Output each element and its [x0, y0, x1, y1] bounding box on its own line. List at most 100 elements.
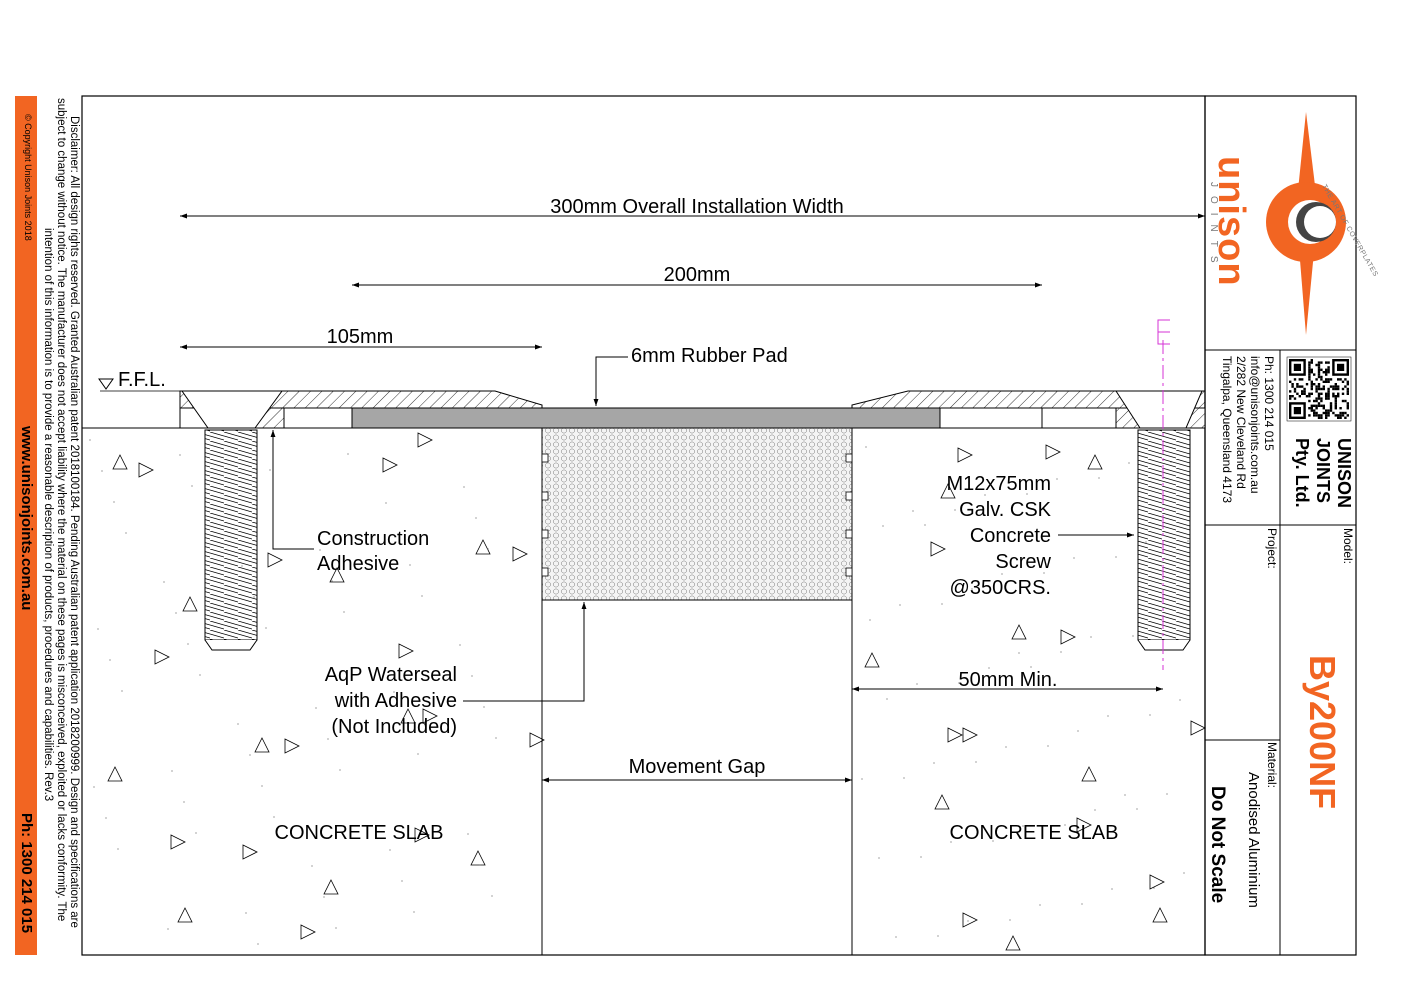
qr-module [1293, 387, 1297, 391]
aggregate-dot [1026, 493, 1028, 495]
aggregate-dot [1179, 699, 1181, 701]
qr-module [1332, 385, 1335, 388]
aggregate-dot [339, 769, 341, 771]
qr-module [1327, 409, 1330, 412]
aggregate-dot [971, 588, 973, 590]
aggregate-dot [237, 723, 239, 725]
qr-module [1310, 380, 1313, 383]
qr-code [1286, 356, 1352, 422]
qr-module [1308, 392, 1311, 395]
centerline-symbol [1157, 319, 1170, 345]
contact-email[interactable]: info@unisonjoints.com.au [1248, 356, 1262, 494]
aggregate-dot [101, 470, 103, 472]
qr-module [1334, 402, 1337, 405]
aggregate-triangle [529, 732, 545, 748]
aggregate-dot [1060, 651, 1062, 653]
model-value: By200NF [1302, 655, 1343, 810]
qr-module [1346, 407, 1349, 410]
qr-module [1329, 404, 1333, 407]
concrete-slab-left [82, 427, 543, 955]
aggregate-dot [912, 510, 914, 512]
aggregate-triangle [930, 541, 946, 557]
qr-module [1308, 399, 1311, 403]
qr-module [1291, 383, 1294, 386]
aggregate-dot [323, 896, 325, 898]
qr-module [1291, 395, 1294, 398]
qr-module [1289, 395, 1292, 398]
aggregate-dot [495, 737, 497, 739]
qr-module [1320, 378, 1323, 381]
qr-module [1337, 416, 1340, 419]
qr-module [1303, 390, 1306, 393]
qr-module [1305, 383, 1309, 386]
screw-label-line-1: M12x75mm [947, 473, 1051, 495]
qr-module [1293, 397, 1297, 400]
aggregate-dot [1043, 572, 1045, 574]
waterseal-label-line-1: AqP Waterseal [325, 664, 457, 686]
aggregate-dot [992, 840, 994, 842]
rubber-pad [351, 407, 941, 429]
aggregate-triangle [284, 738, 300, 754]
aggregate-dot [417, 753, 419, 755]
aggregate-dot [1132, 635, 1134, 637]
qr-module [1289, 390, 1292, 393]
qr-module [1320, 361, 1323, 364]
qr-module [1310, 368, 1313, 371]
qr-finder [1337, 363, 1345, 371]
qr-module [1308, 373, 1311, 376]
logo-sub: JOINTS [1208, 182, 1219, 272]
qr-module [1327, 368, 1330, 371]
qr-module [1339, 378, 1342, 381]
qr-module [1308, 414, 1311, 417]
aggregate-dot [865, 446, 867, 448]
qr-module [1317, 363, 1321, 367]
aggregate-dot [167, 928, 169, 930]
qr-module [1339, 416, 1342, 419]
waterseal-label-line-3: (Not Included) [331, 716, 457, 738]
qr-module [1322, 380, 1325, 383]
qr-module [1320, 404, 1323, 407]
aggregate-dot [1090, 636, 1092, 638]
aggregate-triangle [182, 596, 198, 612]
aggregate-dot [941, 603, 943, 605]
company-name-line-2: JOINTS [1313, 438, 1333, 504]
aggregate-dot [117, 848, 119, 850]
aggregate-dot [183, 801, 185, 803]
aggregate-triangle [1149, 874, 1165, 890]
ffl-triangle [98, 378, 114, 390]
qr-module [1310, 387, 1313, 391]
aggregate-dot [249, 754, 251, 756]
aggregate-triangle [864, 652, 880, 668]
qr-module [1325, 414, 1328, 417]
qr-module [1296, 392, 1299, 395]
qr-module [1322, 407, 1325, 410]
qr-module [1329, 385, 1333, 388]
qr-module [1334, 399, 1337, 403]
aggregate-dot [1022, 825, 1024, 827]
qr-module [1325, 409, 1328, 412]
aggregate-triangle [170, 834, 186, 850]
aggregate-dot [343, 611, 345, 613]
aggregate-dot [950, 841, 952, 843]
rubber-pad-label: 6mm Rubber Pad [631, 345, 788, 367]
contact-phone: Ph: 1300 214 015 [1262, 356, 1276, 451]
aggregate-triangle [1190, 720, 1206, 736]
aggregate-dot [1064, 824, 1066, 826]
qr-module [1344, 411, 1347, 415]
qr-module [1296, 385, 1299, 388]
aggregate-dot [1039, 904, 1041, 906]
aggregate-dot [393, 691, 395, 693]
aggregate-dot [1073, 557, 1075, 559]
qr-module [1313, 409, 1316, 412]
adhesive-leader [270, 430, 314, 550]
aggregate-dot [163, 581, 165, 583]
aggregate-dot [199, 674, 201, 676]
qr-module [1322, 371, 1325, 374]
aggregate-dot [175, 612, 177, 614]
qr-module [1325, 368, 1328, 371]
aggregate-dot [988, 667, 990, 669]
qr-module [1320, 399, 1323, 403]
aggregate-triangle [947, 727, 963, 743]
qr-module [1313, 399, 1316, 403]
aggregate-dot [389, 849, 391, 851]
